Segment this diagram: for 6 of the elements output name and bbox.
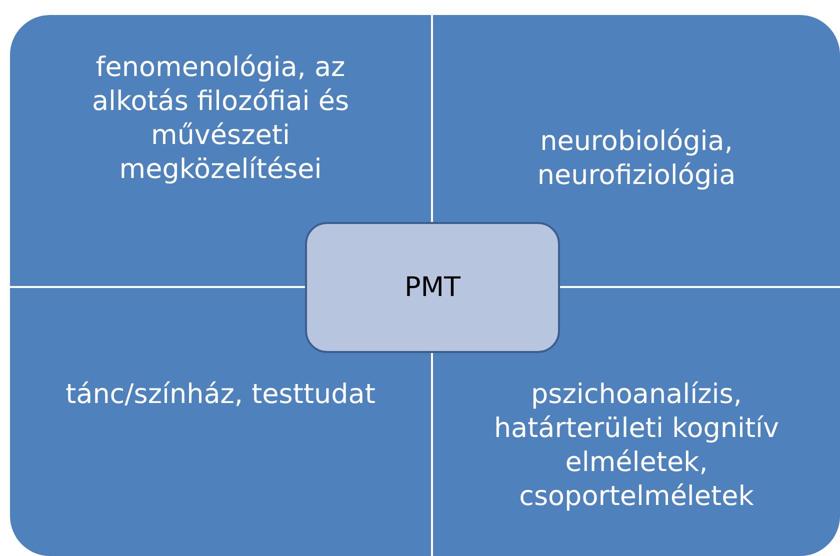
quadrant-label: tánc/színház, testtudat [66, 378, 376, 412]
center-box [305, 222, 560, 353]
quadrant-label: neurobiológia, neurofiziológia [536, 125, 737, 193]
quadrant-label: PMT [404, 272, 461, 303]
quadrant-label: pszichoanalízis, határterületi kognitív elméletek, csoportelméletek [492, 378, 780, 514]
quadrant-label: fenomenológia, az alkotás filozófiai és művészeti megközelítései [90, 51, 350, 187]
